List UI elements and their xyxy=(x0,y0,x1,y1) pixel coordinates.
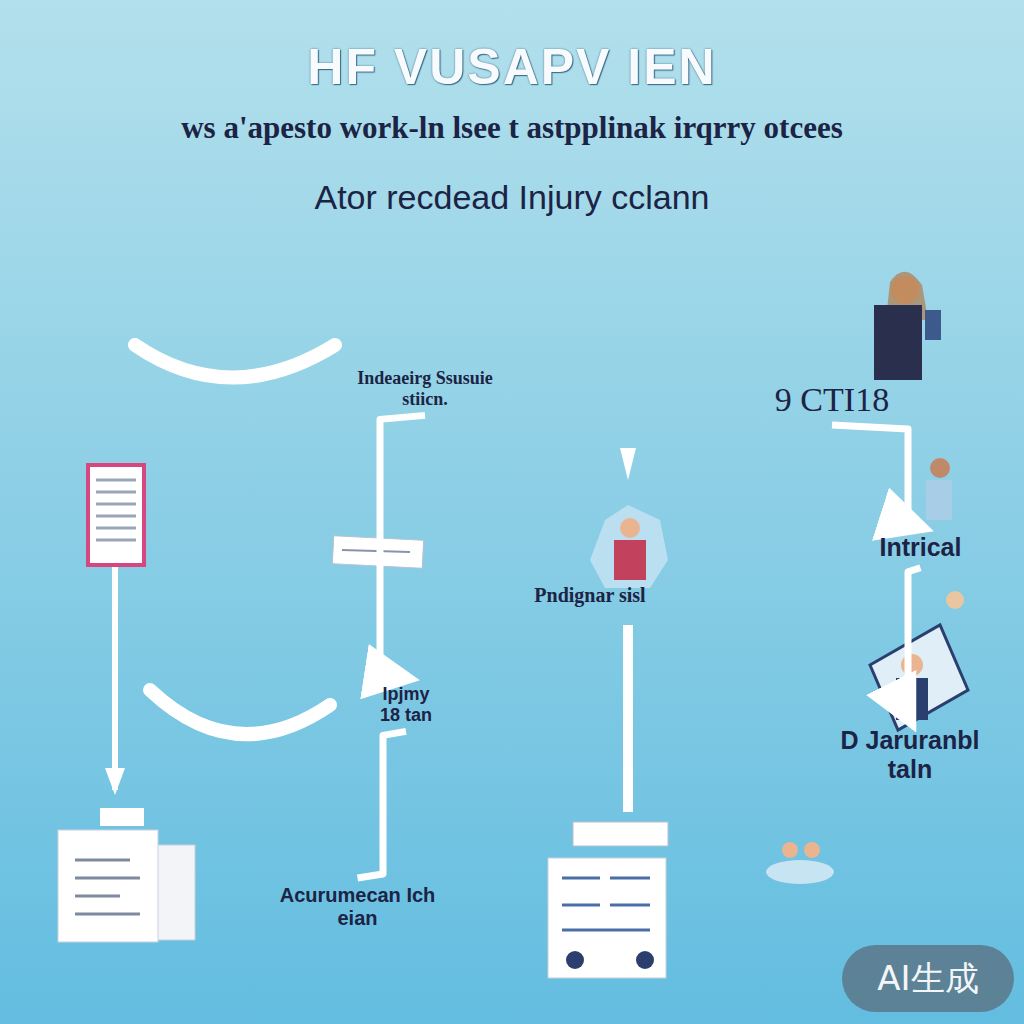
card-icon xyxy=(573,822,668,846)
document-icon xyxy=(58,830,158,942)
step-label: 9 CTI18 xyxy=(712,380,952,419)
step-label: Indeaeirg Ssusuie stiicn. xyxy=(335,368,515,409)
step-label: Ipjmy 18 tan xyxy=(370,684,442,725)
flow-connector xyxy=(832,425,921,527)
flow-line xyxy=(623,625,633,812)
card-icon xyxy=(332,536,423,569)
step-label: Intrical xyxy=(858,533,983,562)
person-icon xyxy=(946,591,964,609)
subtitle-text: ws a'apesto work-ln lsee t astpplinak ir… xyxy=(0,110,1024,146)
flow-line xyxy=(112,565,118,790)
person-icon xyxy=(391,671,405,685)
step-node: Ipjmy 18 tan xyxy=(370,684,442,725)
step-label: Pndignar sisl xyxy=(530,584,650,607)
arc-stroke xyxy=(150,690,330,734)
step-label: Acurumecan Ich eian xyxy=(265,884,450,930)
step-node: 9 CTI18 xyxy=(712,380,952,419)
person-icon xyxy=(614,540,646,580)
card-line xyxy=(342,550,410,552)
person-icon xyxy=(896,678,928,720)
flow-connector xyxy=(908,568,921,720)
chair-icon xyxy=(925,310,941,340)
step-label: D Jaruranbl taln xyxy=(820,726,1000,784)
person-icon xyxy=(636,951,654,969)
arrow-head xyxy=(105,768,125,795)
frame-icon xyxy=(870,625,968,730)
person-icon xyxy=(782,842,798,858)
diagram-title: HF VUSAPV IEN xyxy=(0,38,1024,96)
person-badge xyxy=(590,505,668,588)
watermark: AI生成 xyxy=(842,945,1014,1012)
tag-icon xyxy=(100,808,144,826)
person-icon xyxy=(566,951,584,969)
tie-icon xyxy=(908,680,914,710)
arrow-head xyxy=(620,448,636,480)
step-node: D Jaruranbl taln xyxy=(820,726,1000,784)
person-icon xyxy=(874,305,922,380)
step-node: Intrical xyxy=(858,533,983,562)
step-node: Pndignar sisl xyxy=(530,584,650,607)
step-node: Acurumecan Ich eian xyxy=(265,884,450,930)
people-icon xyxy=(766,860,834,884)
document-icon xyxy=(548,858,666,978)
flow-connector xyxy=(358,731,407,878)
flow-connector xyxy=(380,415,425,678)
person-icon xyxy=(804,842,820,858)
document-lines xyxy=(562,878,650,930)
person-icon xyxy=(901,654,923,676)
document-lines xyxy=(96,480,136,540)
person-icon xyxy=(620,518,640,538)
arc-stroke xyxy=(135,345,335,378)
step-node: Indeaeirg Ssusuie stiicn. xyxy=(335,368,515,409)
person-icon xyxy=(930,458,950,478)
document-lines xyxy=(75,860,140,914)
subtitle-text: Ator recdead Injury cclann xyxy=(0,178,1024,217)
person-icon xyxy=(926,480,952,520)
document-icon xyxy=(88,465,144,565)
